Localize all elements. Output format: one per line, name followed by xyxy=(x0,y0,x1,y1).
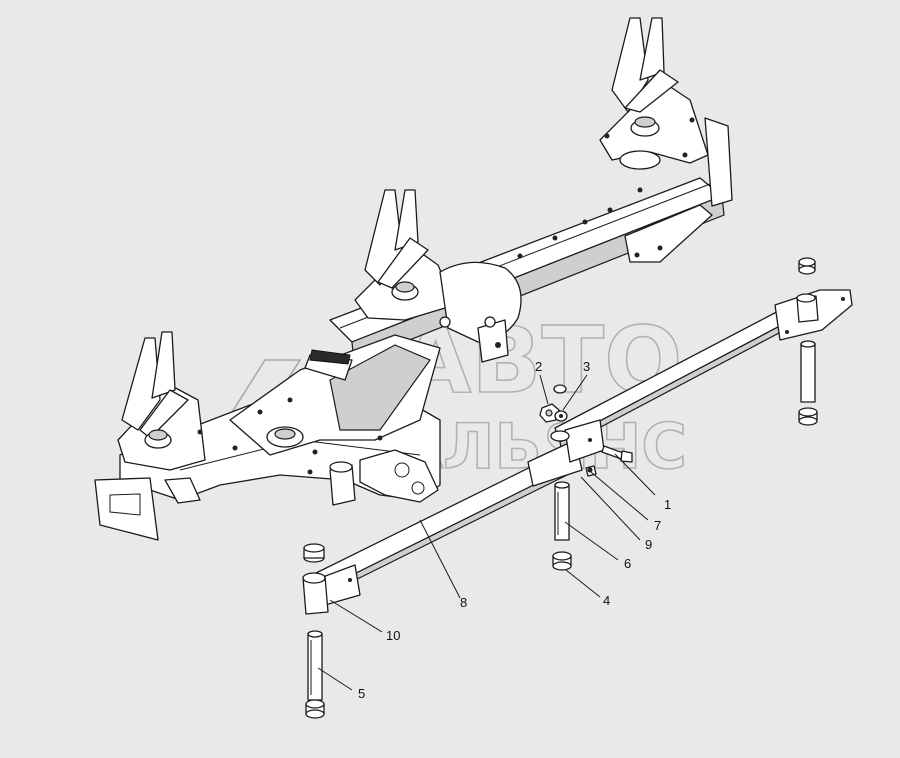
front-frame xyxy=(94,331,441,541)
callout-5: 5 xyxy=(358,686,365,701)
centre-mount xyxy=(354,189,522,363)
washer-3 xyxy=(553,384,568,422)
callout-4: 4 xyxy=(603,593,610,608)
callout-1: 1 xyxy=(664,497,671,512)
callout-3: 3 xyxy=(583,359,590,374)
pin-right xyxy=(798,257,818,426)
callout-6: 6 xyxy=(624,556,631,571)
bar-assembly xyxy=(302,289,853,615)
callout-2: 2 xyxy=(535,359,542,374)
rear-mount xyxy=(599,17,709,170)
pin-6 xyxy=(554,481,570,541)
pin-5 xyxy=(307,630,323,701)
callout-labels: 1 2 3 4 5 6 7 8 9 10 xyxy=(358,359,671,701)
nut-2 xyxy=(539,403,560,423)
callout-10: 10 xyxy=(386,628,400,643)
bushing-4 xyxy=(552,551,572,571)
bushing-lower-left xyxy=(305,699,325,719)
bolt-1 xyxy=(601,445,633,463)
callout-8: 8 xyxy=(460,595,467,610)
bushing-upper-left xyxy=(303,543,325,563)
leader-lines xyxy=(317,374,656,691)
callout-7: 7 xyxy=(654,518,661,533)
callout-9: 9 xyxy=(645,537,652,552)
